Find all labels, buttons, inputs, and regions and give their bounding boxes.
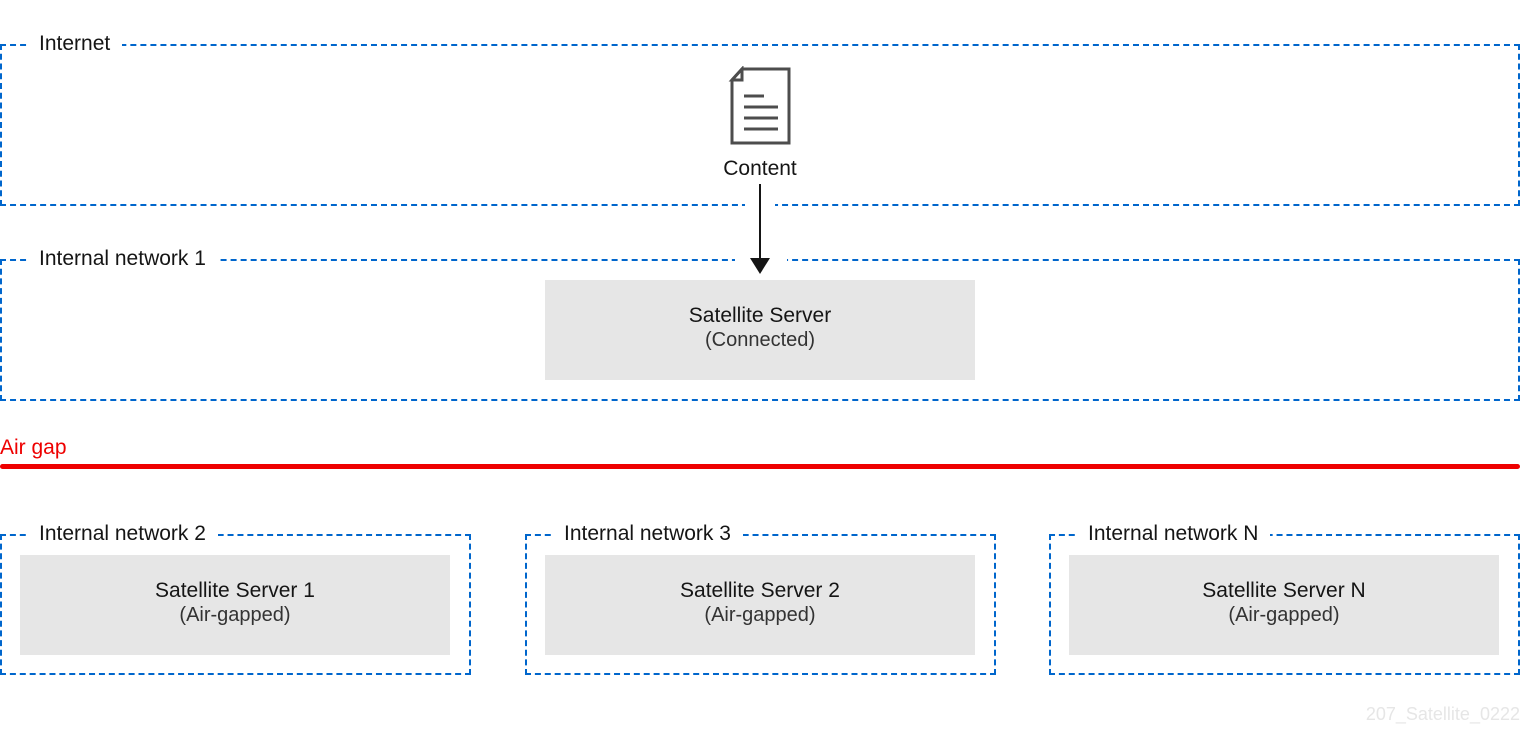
server-name: Satellite Server 2 bbox=[680, 579, 840, 602]
internal-network-3-label: Internal network 3 bbox=[552, 521, 743, 547]
internet-zone-label: Internet bbox=[27, 31, 123, 57]
satellite-server-n: Satellite Server N (Air-gapped) bbox=[1069, 555, 1499, 655]
diagram-id-watermark: 207_Satellite_0222 bbox=[1365, 704, 1520, 724]
download-arrow bbox=[750, 184, 770, 274]
server-status: (Connected) bbox=[704, 329, 816, 351]
internal-network-n-zone: Internal network N bbox=[1049, 521, 1520, 675]
server-name: Satellite Server N bbox=[1202, 579, 1366, 602]
server-status: (Air-gapped) bbox=[704, 604, 816, 626]
internal-network-1-label: Internal network 1 bbox=[27, 246, 218, 272]
satellite-server-2: Satellite Server 2 (Air-gapped) bbox=[545, 555, 975, 655]
server-name: Satellite Server 1 bbox=[155, 579, 315, 602]
server-status: (Air-gapped) bbox=[179, 604, 291, 626]
satellite-server-1: Satellite Server 1 (Air-gapped) bbox=[20, 555, 450, 655]
server-status: (Air-gapped) bbox=[1228, 604, 1340, 626]
server-name: Satellite Server bbox=[688, 304, 832, 327]
document-icon bbox=[728, 66, 791, 145]
air-gap-label: Air gap bbox=[0, 436, 67, 459]
internal-network-3-zone: Internal network 3 bbox=[525, 521, 996, 675]
internal-network-n-label: Internal network N bbox=[1076, 521, 1271, 547]
satellite-server-connected: Satellite Server (Connected) bbox=[545, 280, 975, 380]
air-gap-line bbox=[0, 464, 1520, 469]
internal-network-2-label: Internal network 2 bbox=[27, 521, 218, 547]
internal-network-2-zone: Internal network 2 bbox=[0, 521, 471, 675]
content-label: Content bbox=[700, 156, 820, 182]
